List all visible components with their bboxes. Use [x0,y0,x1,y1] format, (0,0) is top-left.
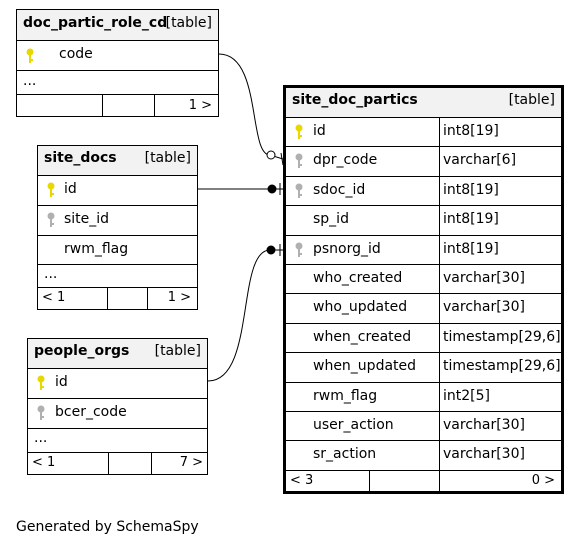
column-row: who_updated varchar[30] [286,293,561,323]
column-row: bcer_code [28,398,207,428]
column-row: id [38,175,197,205]
column-name: code [59,46,93,62]
column-row: when_created timestamp[29,6] [286,322,561,353]
column-name: when_updated [313,358,417,375]
column-name: bcer_code [55,404,127,420]
children-count: 7 > [179,455,203,470]
table-name: site_doc_partics [292,92,418,108]
column-type: varchar[30] [443,417,525,433]
column-name: rwm_flag [64,241,129,257]
column-row: id [28,368,207,398]
primary-key-icon [37,375,45,390]
column-type: int8[19] [443,123,499,139]
column-type: varchar[30] [443,299,525,316]
column-row: id int8[19] [286,117,561,147]
foreign-key-icon [295,153,303,169]
column-name: when_created [313,328,412,345]
table-name: people_orgs [34,343,130,359]
table-footer: < 3 0 > [286,470,561,491]
table-people-orgs: people_orgs [table] id bcer_code ... < 1… [27,338,208,475]
column-type: int8[19] [443,181,499,198]
column-type: int2[5] [443,387,490,404]
column-type: varchar[6] [443,152,517,169]
column-name: sp_id [313,211,349,228]
table-type-tag: [table] [144,150,191,166]
relation-dpr-code [218,53,284,160]
column-name: id [64,181,77,197]
column-type: timestamp[29,6] [443,358,561,375]
column-name: site_id [64,211,110,227]
column-name: dpr_code [313,152,378,169]
primary-key-icon [295,124,303,139]
table-type-tag: [table] [154,343,201,359]
column-name: psnorg_id [313,240,381,257]
children-count: 1 > [167,290,191,305]
primary-key-icon [47,182,55,197]
column-name: who_created [313,270,403,286]
column-name: sdoc_id [313,181,366,198]
generated-by-text: Generated by SchemaSpy [16,519,199,535]
column-row: psnorg_id int8[19] [286,234,561,264]
column-row: dpr_code varchar[6] [286,146,561,176]
column-row: site_id [38,205,197,235]
relation-psnorg-id [207,249,283,382]
column-row: sdoc_id int8[19] [286,175,561,206]
table-site-doc-partics: site_doc_partics [table] id int8[19] dpr_c… [283,85,564,494]
column-type: int8[19] [443,211,499,228]
column-row: when_updated timestamp[29,6] [286,352,561,382]
parents-count: < 1 [42,290,66,305]
column-name: who_updated [313,299,408,316]
column-type: varchar[30] [443,446,525,463]
table-site-docs: site_docs [table] id site_id rwm_flag ..… [37,145,198,310]
column-name: id [313,123,326,139]
column-name: sr_action [313,446,377,463]
table-footer: < 1 1 > [38,287,197,309]
relation-psnorg-id-end [266,245,276,255]
parents-count: < 3 [290,473,314,488]
table-header: site_docs [table] [38,146,197,175]
table-header: people_orgs [table] [28,339,207,368]
column-name: id [55,374,68,390]
column-row: user_action varchar[30] [286,411,561,441]
table-footer: < 1 7 > [28,452,207,474]
table-header: site_doc_partics [table] [286,88,561,117]
column-name: rwm_flag [313,387,378,404]
table-footer: 1 > [17,94,218,116]
primary-key-icon [26,48,34,63]
column-row: rwm_flag int2[5] [286,381,561,411]
table-type-tag: [table] [165,15,212,31]
table-name: site_docs [44,150,117,166]
foreign-key-icon [37,405,45,420]
foreign-key-icon [295,183,303,198]
column-type: int8[19] [443,240,499,257]
column-row: rwm_flag [38,235,197,264]
children-count: 1 > [188,98,212,113]
table-name: doc_partic_role_cd [23,15,168,31]
column-row: sr_action varchar[30] [286,440,561,470]
table-header: doc_partic_role_cd [table] [17,10,218,40]
more-columns: ... [38,264,197,287]
more-columns: ... [28,428,207,452]
table-type-tag: [table] [508,92,555,108]
column-row: who_created varchar[30] [286,264,561,294]
column-name: user_action [313,417,394,433]
column-row: sp_id int8[19] [286,205,561,235]
column-type: varchar[30] [443,270,525,286]
more-columns: ... [17,70,218,94]
table-doc-partic-role-cd: doc_partic_role_cd [table] code ... 1 > [16,9,219,117]
column-type: timestamp[29,6] [443,328,561,345]
foreign-key-icon [47,212,55,227]
children-count: 0 > [531,473,555,488]
relation-sdoc-id-end [267,184,277,194]
column-row: code [17,40,218,70]
relation-dpr-code-end [266,150,276,160]
foreign-key-icon [295,242,303,257]
parents-count: < 1 [32,455,56,470]
